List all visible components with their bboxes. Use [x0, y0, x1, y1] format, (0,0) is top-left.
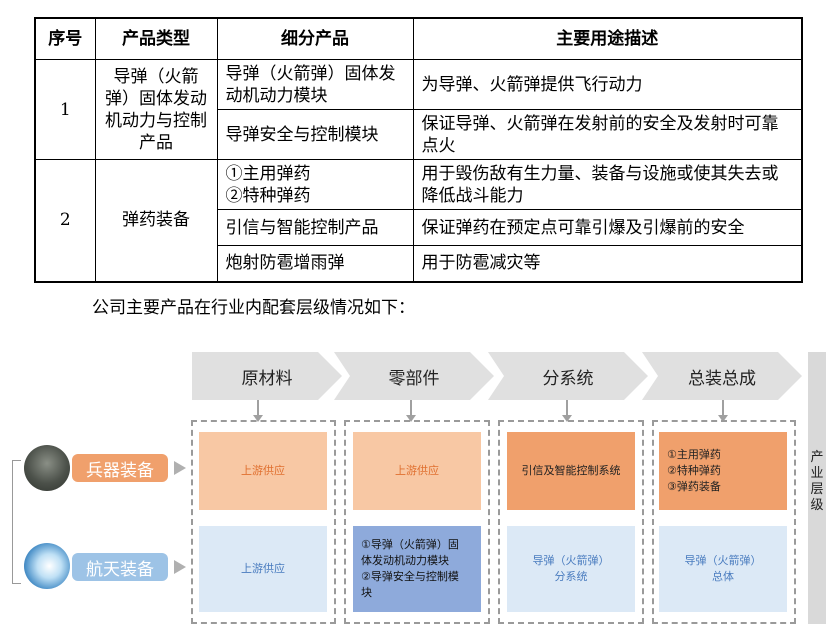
side-bar — [808, 352, 826, 624]
cell-text: ①主用弹药 — [667, 448, 721, 461]
stage-arrow-down — [562, 400, 572, 422]
usage-description: 用于毁伤敌有生力量、装备与设施或使其失去或降低战斗能力 — [412, 159, 803, 210]
cell-text: 上游供应 — [241, 464, 285, 477]
space-final-cell: 导弹（火箭弹） 总体 — [659, 526, 787, 612]
stage-raw-material: 原材料 — [192, 352, 342, 400]
table-header-row: 序号 产品类型 细分产品 主要用途描述 — [34, 17, 803, 60]
column-raw-material — [191, 420, 336, 624]
side-label: 产业层级 — [810, 450, 824, 513]
stage-arrow-down — [406, 400, 416, 422]
category-space: 航天装备 — [72, 553, 168, 581]
header-product: 细分产品 — [216, 17, 414, 60]
tank-icon — [24, 445, 70, 491]
column-components — [344, 420, 490, 624]
usage-description: 保证弹药在预定点可靠引爆及引爆前的安全 — [412, 209, 803, 246]
cell-text: 引信及智能控制系统 — [521, 464, 621, 477]
group-index: 2 — [34, 159, 96, 282]
table-row: 1 导弹（火箭弹）固体发动机动力与控制产品 导弹（火箭弹）固体发动机动力模块 为… — [34, 59, 803, 160]
weapon-raw-cell: 上游供应 — [199, 432, 327, 510]
cell-text: 块 — [361, 586, 372, 599]
group-type: 弹药装备 — [94, 159, 218, 282]
space-parts-cell: ①导弹（火箭弹）固 体发动机动力模块 ②导弹安全与控制模 块 — [353, 526, 481, 612]
space-raw-cell: 上游供应 — [199, 526, 327, 612]
stage-arrow-down — [253, 400, 263, 422]
category-weapon: 兵器装备 — [72, 454, 168, 482]
table-row: 2 弹药装备 ①主用弹药 ②特种弹药 用于毁伤敌有生力量、装备与设施或使其失去或… — [34, 159, 803, 282]
table-row: 炮射防雹增雨弹 用于防雹减灾等 — [35, 245, 803, 282]
cell-text: 导弹（火箭弹） — [684, 554, 762, 567]
header-usage: 主要用途描述 — [412, 17, 803, 60]
column-subsystem — [498, 420, 644, 624]
stage-arrow-down — [718, 400, 728, 422]
sub-product: 导弹安全与控制模块 — [216, 109, 414, 160]
weapon-final-cell: ①主用弹药 ②特种弹药 ③弹药装备 — [659, 432, 787, 510]
sub-product: 炮射防雹增雨弹 — [216, 245, 414, 282]
arrow-right-icon — [174, 461, 186, 475]
weapon-parts-cell: 上游供应 — [353, 432, 481, 510]
weapon-subsystem-cell: 引信及智能控制系统 — [507, 432, 635, 510]
cell-text: ②导弹安全与控制模 — [361, 570, 459, 583]
stage-components: 零部件 — [334, 352, 494, 400]
arrow-right-icon — [174, 560, 186, 574]
cell-text: 上游供应 — [241, 562, 285, 575]
cell-text: 分系统 — [554, 570, 588, 583]
column-final-assembly — [652, 420, 796, 624]
cell-text: 总体 — [712, 570, 734, 583]
cell-text: ③弹药装备 — [667, 480, 721, 493]
cell-text: ②特种弹药 — [667, 464, 721, 477]
sub-product: 引信与智能控制产品 — [216, 209, 414, 246]
table-row: 引信与智能控制产品 保证弹药在预定点可靠引爆及引爆前的安全 — [35, 209, 803, 246]
space-subsystem-cell: 导弹（火箭弹） 分系统 — [507, 526, 635, 612]
cell-text: 导弹（火箭弹） — [532, 554, 610, 567]
group-type: 导弹（火箭弹）固体发动机动力与控制产品 — [94, 59, 218, 160]
cell-text: 体发动机动力模块 — [361, 554, 449, 567]
sub-product: ①主用弹药 ②特种弹药 — [216, 159, 414, 210]
supply-chain-diagram: 原材料 零部件 分系统 总装总成 产业层级 兵器装备 航天装备 上游供应 上游供… — [0, 340, 838, 634]
header-index: 序号 — [34, 17, 96, 60]
table-row: 导弹安全与控制模块 保证导弹、火箭弹在发射前的安全及发射时可靠点火 — [35, 109, 803, 160]
cell-text: 上游供应 — [395, 464, 439, 477]
header-type: 产品类型 — [94, 17, 218, 60]
usage-description: 为导弹、火箭弹提供飞行动力 — [412, 59, 803, 110]
sub-product: 导弹（火箭弹）固体发动机动力模块 — [216, 59, 414, 110]
usage-description: 保证导弹、火箭弹在发射前的安全及发射时可靠点火 — [412, 109, 803, 160]
product-table: 序号 产品类型 细分产品 主要用途描述 1 导弹（火箭弹）固体发动机动力与控制产… — [34, 17, 803, 283]
cell-text: ①导弹（火箭弹）固 — [361, 538, 459, 551]
usage-description: 用于防雹减灾等 — [412, 245, 803, 282]
category-bracket — [12, 460, 21, 584]
stage-final-assembly: 总装总成 — [642, 352, 802, 400]
missile-icon — [24, 543, 70, 589]
stage-subsystem: 分系统 — [488, 352, 648, 400]
group-index: 1 — [34, 59, 96, 160]
intro-paragraph: 公司主要产品在行业内配套层级情况如下： — [92, 298, 415, 318]
